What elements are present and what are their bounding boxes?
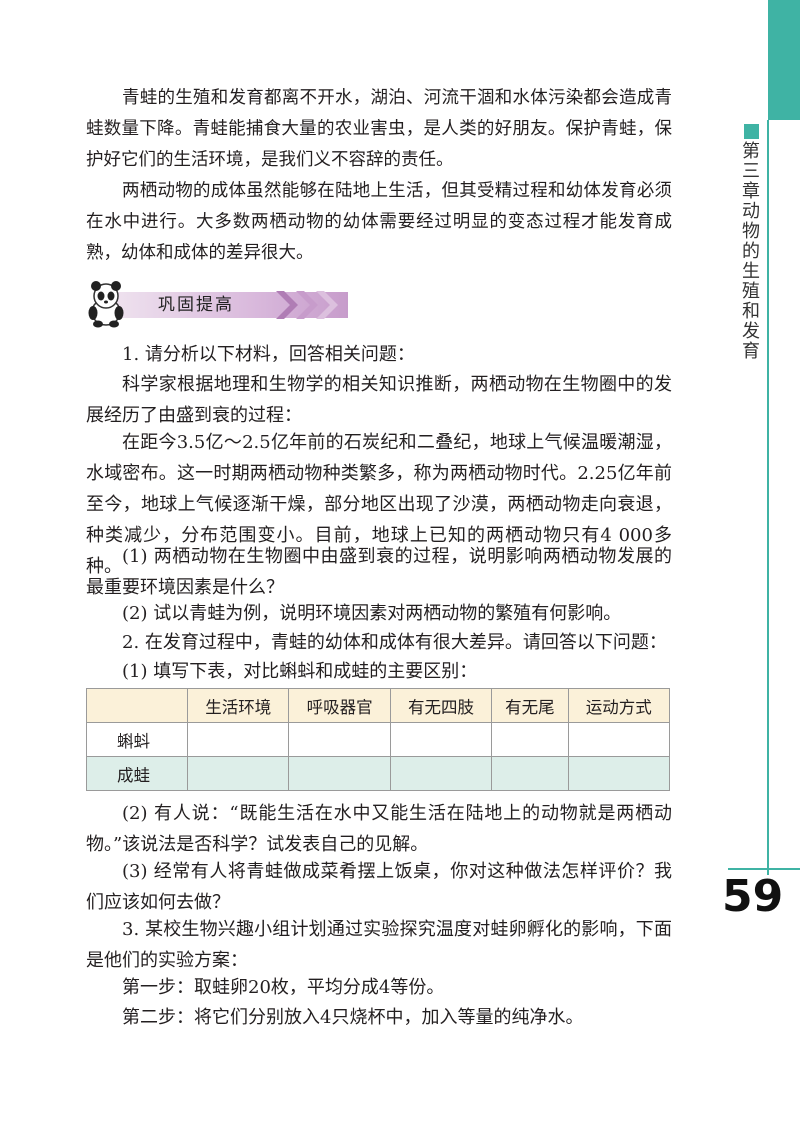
edge-color-band (768, 0, 800, 120)
q1-sub-1: (1) 两栖动物在生物圈中由盛到衰的过程，说明影响两栖动物发展的最重要环境因素是… (86, 546, 672, 598)
q1-material-1: 科学家根据地理和生物学的相关知识推断，两栖动物在生物圈中的发展经历了由盛到衰的过… (86, 374, 672, 426)
q1-stem: 1. 请分析以下材料，回答相关问题： (122, 344, 415, 365)
q3-stem: 3. 某校生物兴趣小组计划通过实验探究温度对蛙卵孵化的影响，下面是他们的实验方案… (86, 919, 672, 971)
table-row: 成蛙 (86, 756, 671, 791)
table-cell (491, 756, 569, 791)
table-cell (567, 722, 671, 757)
page-number: 59 (722, 871, 784, 922)
table-header-cell: 运动方式 (567, 688, 671, 723)
table-header-cell: 有无四肢 (389, 688, 493, 723)
section-banner: 巩固提高 (84, 280, 348, 330)
q2-sub-2: (2) 有人说：“既能生活在水中又能生活在陆地上的动物就是两栖动物。”该说法是否… (86, 803, 672, 855)
section-title: 巩固提高 (158, 295, 234, 315)
q3-step-2: 第二步：将它们分别放入4只烧杯中，加入等量的纯净水。 (122, 1007, 584, 1028)
intro-paragraph-1: 青蛙的生殖和发育都离不开水，湖泊、河流干涸和水体污染都会造成青蛙数量下降。青蛙能… (86, 88, 672, 170)
q2-sub-3: (3) 经常有人将青蛙做成菜肴摆上饭桌，你对这种做法怎样评价？我们应该如何去做？ (86, 861, 672, 913)
chevron-right-icon (276, 291, 338, 319)
table-header-cell: 生活环境 (186, 688, 290, 723)
table-cell (288, 722, 391, 757)
table-row: 蝌蚪 (86, 722, 671, 757)
q2-stem: 2. 在发育过程中，青蛙的幼体和成体有很大差异。请回答以下问题： (122, 632, 667, 653)
q3-step-1: 第一步：取蛙卵20枚，平均分成4等份。 (122, 977, 445, 998)
table-corner-cell (86, 688, 188, 723)
q1-sub-2: (2) 试以青蛙为例，说明环境因素对两栖动物的繁殖有何影响。 (122, 603, 622, 624)
table-cell (186, 756, 290, 791)
page-number-rule (728, 868, 800, 870)
intro-paragraph-2: 两栖动物的成体虽然能够在陆地上生活，但其受精过程和幼体发育必须在水中进行。大多数… (86, 181, 672, 263)
table-cell (389, 722, 493, 757)
q2-sub-1: (1) 填写下表，对比蝌蚪和成蛙的主要区别： (122, 661, 478, 682)
table-cell (288, 756, 391, 791)
table-cell (389, 756, 493, 791)
panda-icon (88, 281, 124, 328)
table-row-label: 蝌蚪 (86, 722, 188, 757)
q1-material-2: 在距今3.5亿～2.5亿年前的石炭纪和二叠纪，地球上气候温暖潮湿，水域密布。这一… (86, 432, 672, 577)
chapter-title: 第三章 动物的生殖和发育 (742, 141, 760, 362)
comparison-table: 生活环境 呼吸器官 有无四肢 有无尾 运动方式 蝌蚪 成蛙 (86, 688, 671, 791)
chapter-marker-icon (744, 124, 759, 139)
table-row-label: 成蛙 (86, 756, 188, 791)
edge-divider-line (767, 120, 769, 875)
table-cell (491, 722, 569, 757)
table-header-cell: 呼吸器官 (288, 688, 391, 723)
table-header-row: 生活环境 呼吸器官 有无四肢 有无尾 运动方式 (86, 688, 671, 723)
table-cell (567, 756, 671, 791)
table-header-cell: 有无尾 (491, 688, 569, 723)
table-cell (186, 722, 290, 757)
